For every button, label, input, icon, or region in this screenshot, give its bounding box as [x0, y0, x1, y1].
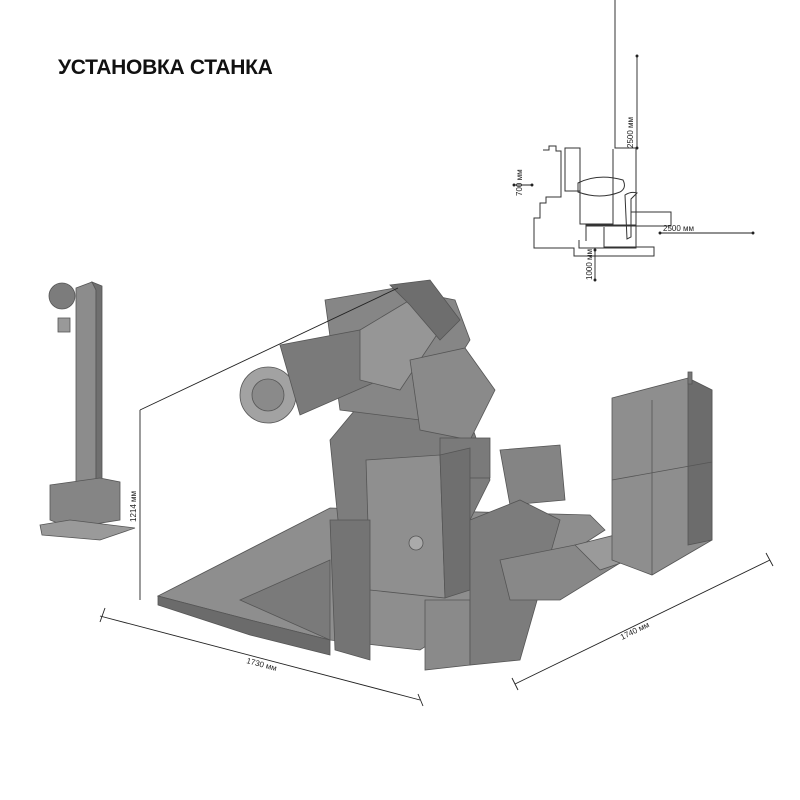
clearance-right-label: 2500 мм — [663, 224, 694, 233]
tool-cabinet — [611, 371, 713, 576]
clearance-bottom-label: 1000 мм — [585, 249, 594, 280]
page-title: УСТАНОВКА СТАНКА — [58, 56, 273, 79]
machine-model — [156, 279, 631, 671]
layout-dimension-lines — [512, 54, 755, 282]
clearance-top-label: 2500 мм — [626, 117, 635, 148]
height-dimension-label: 1214 мм — [129, 491, 138, 522]
clearance-left-label: 700 мм — [515, 169, 524, 196]
overall-dimension-lines — [99, 287, 774, 707]
control-pedestal — [39, 281, 136, 541]
layout-plan-diagram — [533, 0, 672, 257]
depth-dimension-label: 1740 мм — [619, 620, 651, 642]
